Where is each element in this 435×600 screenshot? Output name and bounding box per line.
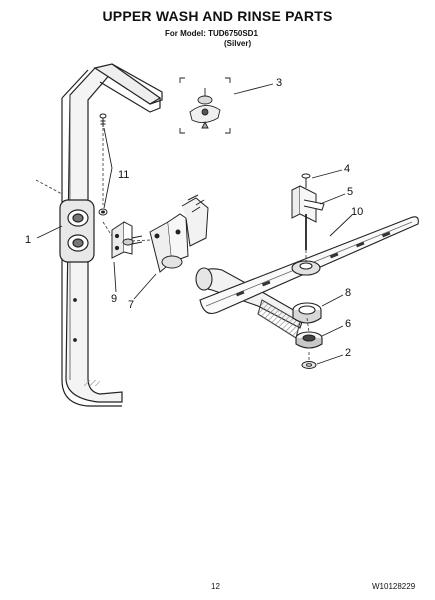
part-11-screw-lower (98, 208, 108, 216)
part-5-mount (291, 185, 325, 250)
part-11-screw-upper (99, 113, 107, 127)
model-line: For Model: TUD6750SD1 (165, 29, 258, 38)
callout-8: 8 (345, 287, 352, 299)
part-9-bracket (111, 221, 143, 259)
part-6-retainer (295, 331, 323, 349)
page-number: 12 (211, 582, 220, 591)
part-2-washer (301, 361, 317, 369)
page-title: UPPER WASH AND RINSE PARTS (102, 8, 333, 24)
callout-9: 9 (111, 293, 118, 305)
callout-10: 10 (351, 206, 364, 218)
callout-4: 4 (344, 163, 351, 175)
color-line: (Silver) (224, 39, 252, 48)
part-7-manifold-bracket (149, 194, 209, 273)
part-1-supply-tube (59, 63, 163, 407)
callout-leaders (36, 83, 353, 365)
callout-1: 1 (25, 234, 32, 246)
callout-7: 7 (128, 299, 135, 311)
document-code: W10128229 (372, 582, 416, 591)
callout-5: 5 (347, 186, 354, 198)
part-3-inset-detail (179, 77, 231, 134)
assembly-guide-lines (35, 128, 310, 362)
part-8-bearing-ring (292, 302, 322, 324)
part-4-screw (301, 173, 311, 188)
callout-11: 11 (118, 169, 130, 181)
callout-2: 2 (345, 347, 352, 359)
callout-3: 3 (276, 77, 283, 89)
callout-6: 6 (345, 318, 352, 330)
